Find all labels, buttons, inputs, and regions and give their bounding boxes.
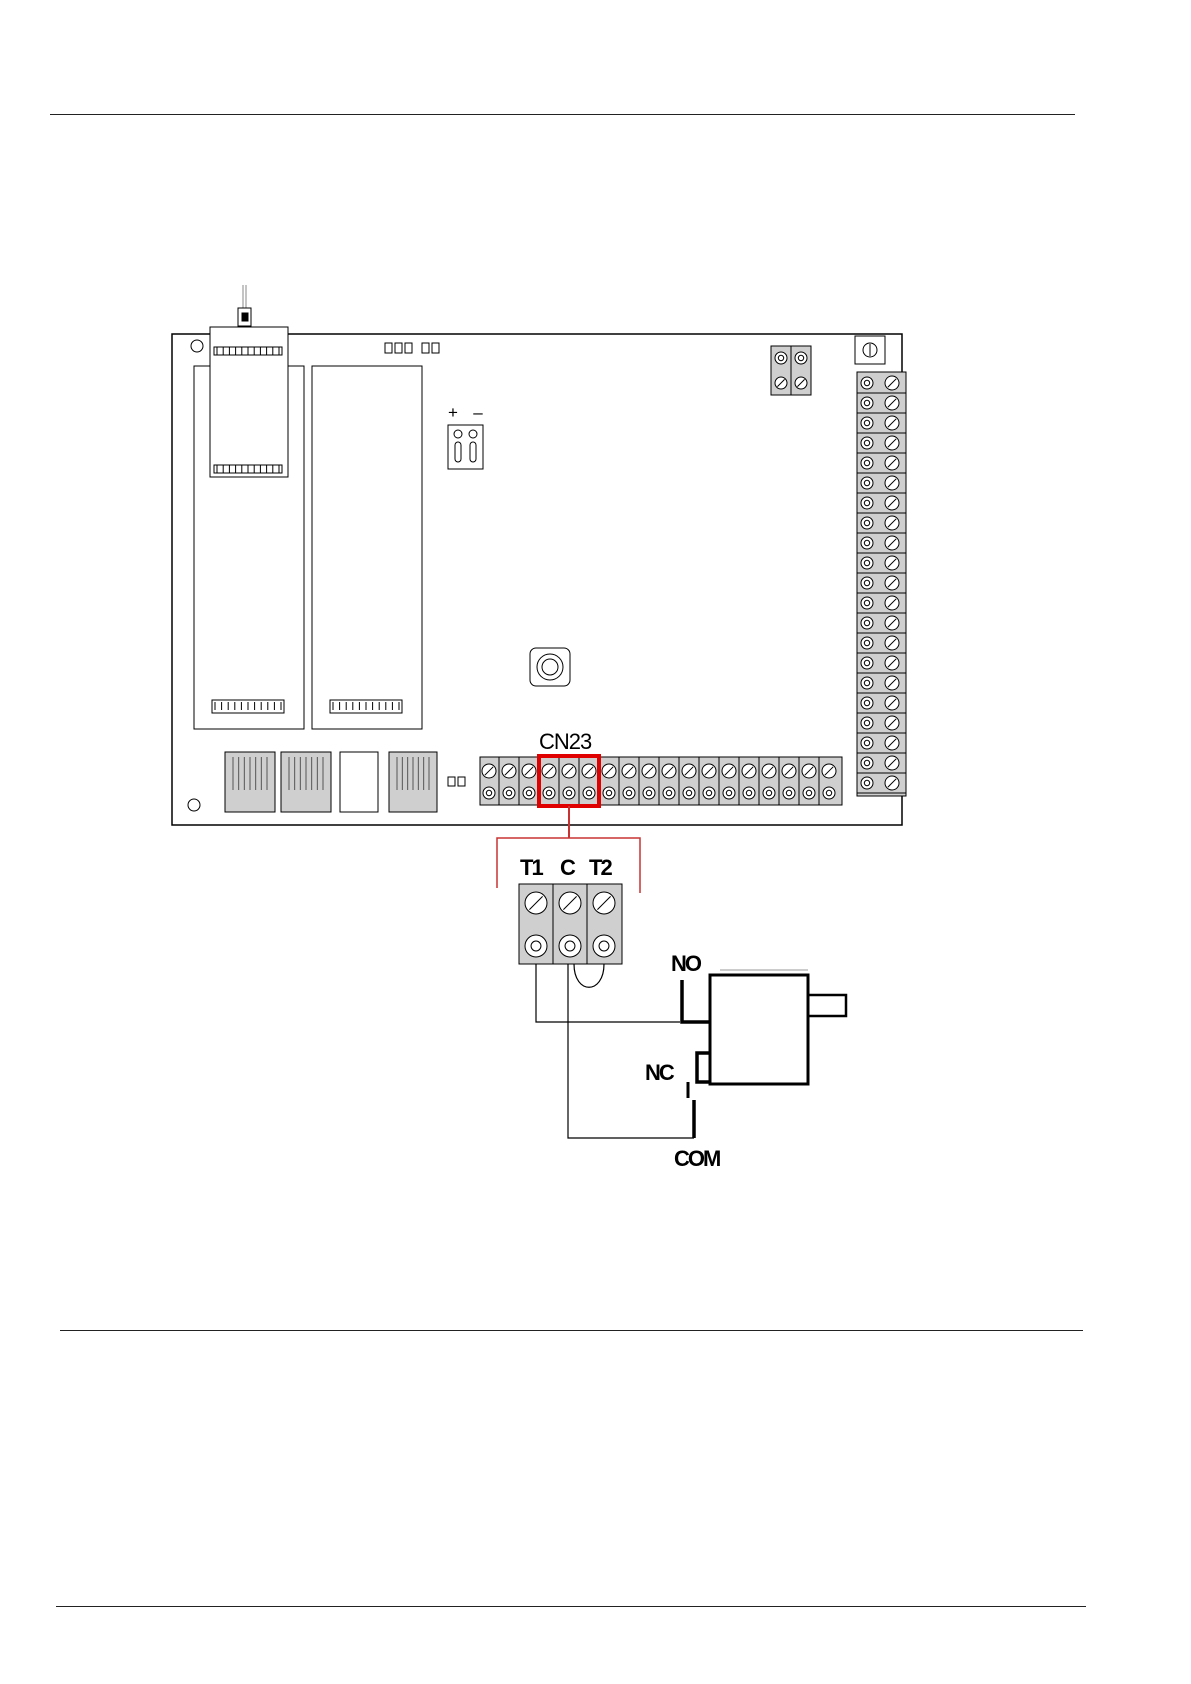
aux-terminal (771, 346, 811, 395)
terminal-label-t2: T2 (589, 855, 612, 880)
module-slot-2 (312, 366, 422, 729)
wires (536, 964, 694, 1138)
switch-label-nc: NC (645, 1060, 675, 1085)
polarity-minus: – (473, 403, 483, 422)
rj-jacks (225, 752, 437, 812)
bottom-terminal-row (480, 757, 842, 805)
terminal-label-c: C (560, 855, 576, 880)
switch-label-com: COM (674, 1146, 720, 1171)
polarity-plus: + (448, 403, 458, 422)
antenna (238, 285, 251, 326)
terminal-block-enlarged: T1 C T2 (519, 855, 622, 964)
module-slot-1 (194, 327, 304, 729)
switch-label-no: NO (671, 951, 702, 976)
limit-switch (682, 970, 846, 1138)
terminal-label-t1: T1 (520, 855, 543, 880)
connector-label: CN23 (539, 729, 592, 754)
right-terminal-column (855, 336, 906, 796)
